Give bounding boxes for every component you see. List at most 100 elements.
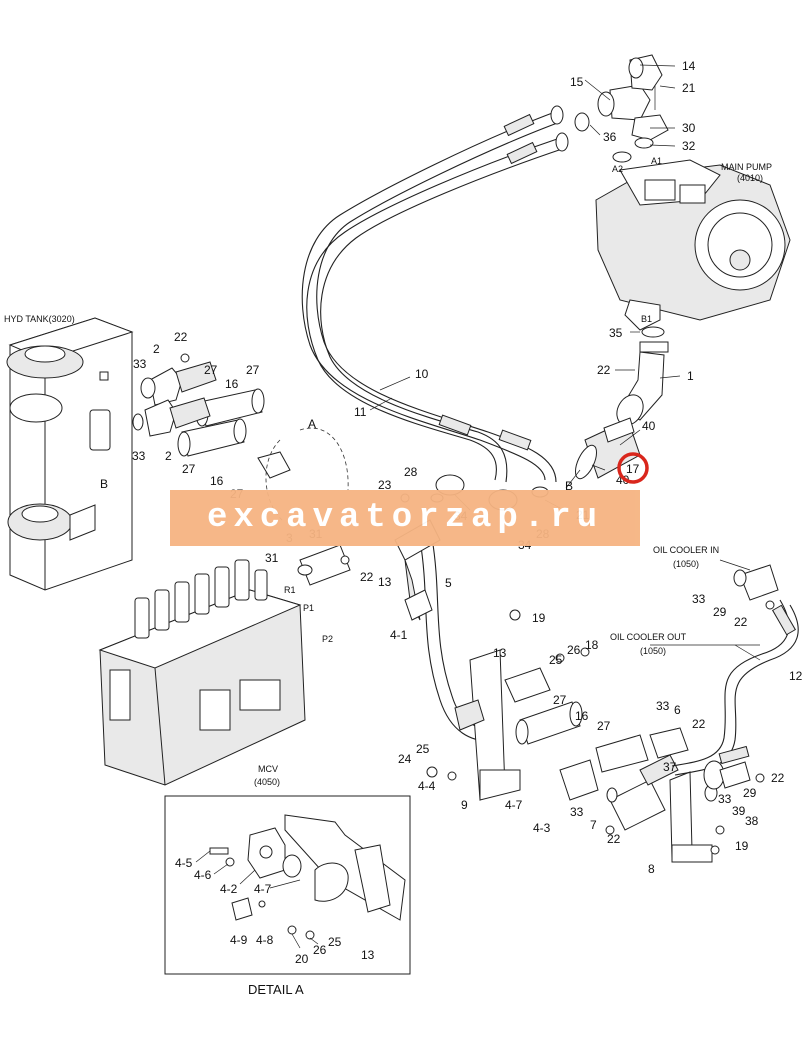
hyd-tank-label: HYD TANK(3020) <box>4 314 75 324</box>
callout-37: 37 <box>663 760 677 774</box>
callout-27f: 27 <box>597 719 611 733</box>
callout-8: 8 <box>648 862 655 876</box>
callout-25: 25 <box>549 653 563 667</box>
callout-19b: 19 <box>735 839 749 853</box>
pressure-hoses <box>301 105 569 483</box>
leader-lines <box>369 64 761 661</box>
callout-27c: 27 <box>182 462 196 476</box>
callout-24: 24 <box>398 752 412 766</box>
callout-17: 17 <box>626 462 640 476</box>
detail-callout-13: 13 <box>361 948 375 962</box>
callout-38: 38 <box>745 814 759 828</box>
detail-callout-4-5: 4-5 <box>175 856 193 870</box>
callout-18: 18 <box>585 638 599 652</box>
callout-numbers: 14 21 15 30 36 32 35 22 1 40 40 10 11 22… <box>132 59 803 966</box>
oil-cooler-out-label: OIL COOLER OUT <box>610 632 687 642</box>
callout-16: 16 <box>225 377 239 391</box>
detail-callout-4-7: 4-7 <box>254 882 272 896</box>
callout-30: 30 <box>682 121 696 135</box>
callout-27: 27 <box>204 363 218 377</box>
callout-36: 36 <box>603 130 617 144</box>
callout-1: 1 <box>687 369 694 383</box>
text-labels: HYD TANK(3020) MAIN PUMP (4010) OIL COOL… <box>4 156 772 997</box>
callout-33d: 33 <box>570 805 584 819</box>
ref-b-tank-label: B <box>100 477 108 491</box>
callout-25b: 25 <box>416 742 430 756</box>
callout-33c: 33 <box>656 699 670 713</box>
main-control-valve <box>98 544 351 786</box>
callout-12: 12 <box>789 669 803 683</box>
callout-22e: 22 <box>607 832 621 846</box>
callout-22c: 22 <box>360 570 374 584</box>
detail-a-box <box>164 795 411 975</box>
main-pump-label: MAIN PUMP <box>721 162 772 172</box>
oil-cooler-in-label: OIL COOLER IN <box>653 545 719 555</box>
callout-6: 6 <box>674 703 681 717</box>
callout-27b: 27 <box>246 363 260 377</box>
callout-32: 32 <box>682 139 696 153</box>
oil-cooler-hose <box>671 564 799 790</box>
main-pump-code: (4010) <box>737 173 763 183</box>
callout-13b: 13 <box>493 646 507 660</box>
callout-21: 21 <box>682 81 696 95</box>
detail-callout-4-6: 4-6 <box>194 868 212 882</box>
detail-callout-26: 26 <box>313 943 327 957</box>
callout-33: 33 <box>133 357 147 371</box>
callout-31b: 31 <box>265 551 279 565</box>
callout-33f: 33 <box>692 592 706 606</box>
callout-11: 11 <box>354 405 367 419</box>
hydraulic-tank <box>6 317 134 591</box>
callout-22g: 22 <box>771 771 785 785</box>
callout-10: 10 <box>415 367 429 381</box>
pipe-assembly <box>394 519 599 801</box>
callout-4-7: 4-7 <box>505 798 523 812</box>
callout-4-3: 4-3 <box>533 821 551 835</box>
callout-33b: 33 <box>132 449 146 463</box>
callout-26: 26 <box>567 643 581 657</box>
callout-4-1: 4-1 <box>390 628 408 642</box>
callout-9: 9 <box>461 798 468 812</box>
mcv-code: (4050) <box>254 777 280 787</box>
port-a1-label: A1 <box>651 156 662 166</box>
watermark-band: excavatorzap.ru <box>170 490 640 546</box>
port-r1-label: R1 <box>284 585 296 595</box>
detail-a-title: DETAIL A <box>248 982 304 997</box>
callout-2: 2 <box>153 342 160 356</box>
suction-pipe <box>574 326 669 480</box>
callout-35: 35 <box>609 326 623 340</box>
callout-16b: 16 <box>210 474 224 488</box>
callout-16c: 16 <box>575 709 589 723</box>
port-b1-label: B1 <box>641 314 652 324</box>
callout-40: 40 <box>642 419 656 433</box>
detail-callout-25: 25 <box>328 935 342 949</box>
detail-callout-4-2: 4-2 <box>220 882 238 896</box>
port-p2-label: P2 <box>322 634 333 644</box>
port-p1-label: P1 <box>303 603 314 613</box>
highlighted-callout-17[interactable]: 17 <box>617 452 649 484</box>
callout-39: 39 <box>732 804 746 818</box>
callout-5: 5 <box>445 576 452 590</box>
callout-22f: 22 <box>734 615 748 629</box>
detail-callout-20: 20 <box>295 952 309 966</box>
pump-fittings <box>574 54 669 163</box>
detail-callout-4-9: 4-9 <box>230 933 248 947</box>
callout-7: 7 <box>590 818 597 832</box>
callout-22: 22 <box>597 363 611 377</box>
callout-23: 23 <box>378 478 392 492</box>
callout-13: 13 <box>378 575 392 589</box>
detail-callout-4-8: 4-8 <box>256 933 274 947</box>
ref-a-label: A <box>308 417 316 431</box>
callout-27e: 27 <box>553 693 567 707</box>
return-hoses <box>132 361 291 479</box>
mcv-label: MCV <box>258 764 278 774</box>
callout-33e: 33 <box>718 792 732 806</box>
oil-cooler-out-code: (1050) <box>640 646 666 656</box>
callout-2b: 2 <box>165 449 172 463</box>
watermark-text: excavatorzap.ru <box>206 499 604 537</box>
callout-28: 28 <box>404 465 418 479</box>
cooler-fittings <box>515 701 718 863</box>
callout-22d: 22 <box>692 717 706 731</box>
callout-29: 29 <box>713 605 727 619</box>
